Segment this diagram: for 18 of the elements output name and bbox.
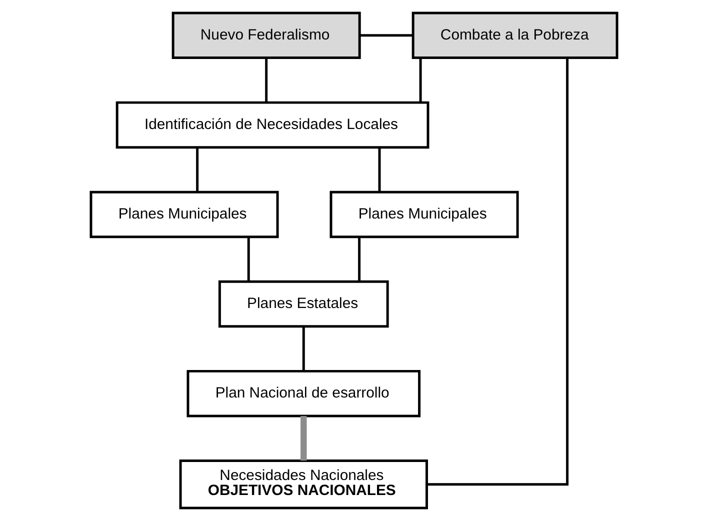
node-box: Nuevo Federalismo: [172, 12, 361, 60]
connector: [378, 148, 381, 192]
connector: [360, 34, 413, 37]
connector: [419, 58, 422, 102]
connector: [302, 326, 305, 371]
connector: [300, 416, 307, 461]
node-box: Necesidades Nacionales OBJETIVOS NACIONALES: [179, 459, 428, 510]
connector: [247, 237, 250, 282]
node-box: Planes Municipales: [330, 190, 519, 238]
connector: [265, 58, 268, 102]
connector: [196, 148, 199, 192]
node-box: Planes Estatales: [218, 280, 389, 328]
node-box: Planes Municipales: [90, 190, 279, 238]
connector: [426, 58, 569, 486]
node-box: Identificación de Necesidades Locales: [116, 101, 430, 149]
connector: [358, 237, 361, 282]
node-box: Combate a la Pobreza: [412, 12, 618, 60]
node-box: Plan Nacional de esarrollo: [186, 370, 421, 418]
